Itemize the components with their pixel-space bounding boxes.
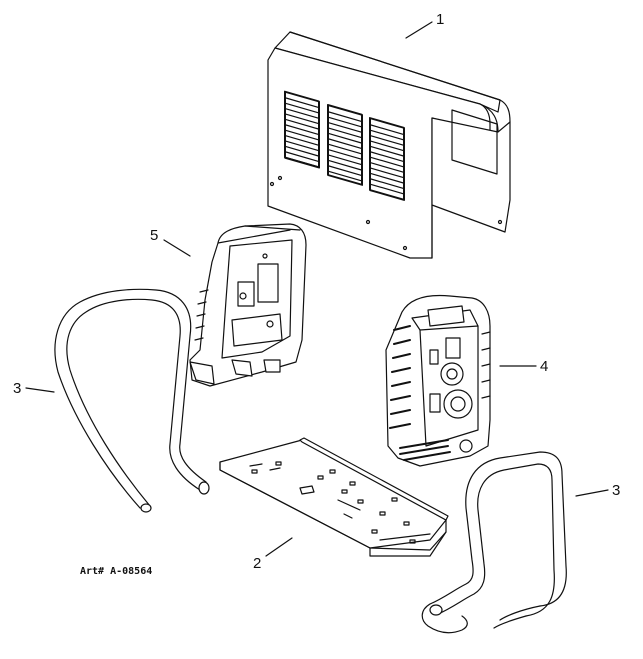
plate-hole [403,521,410,526]
cover-part [267,31,511,259]
plate-hole [379,511,386,516]
vent-slat [370,124,404,135]
vent-slat [328,149,362,160]
vent-slat [285,108,319,119]
handle-right-part [421,451,567,634]
plate-hole [371,529,378,534]
front-panel-part [385,294,491,467]
vent-slat [285,102,319,114]
vent-slat [370,140,404,152]
callout-label-3-right: 3 [612,482,620,499]
rear-panel-part [189,223,307,387]
vent-slat [370,135,404,146]
cover-vents [284,90,405,201]
callout-label-1: 1 [436,11,444,28]
vent-slat [328,160,362,171]
callout-handle-right: 3 [575,482,620,499]
plate-hole [317,475,324,480]
vent-slat [328,170,362,182]
vent-slat [328,133,362,144]
plate-hole [341,489,348,494]
plate-hole [275,461,282,466]
callout-label-5: 5 [150,227,158,244]
callout-base-plate: 2 [253,537,293,572]
callout-rear-panel: 5 [150,227,191,257]
vent-slat [285,113,319,125]
plate-hole [329,469,336,474]
vent-slat [370,156,404,168]
callout-front-panel: 4 [499,358,548,375]
callout-label-2: 2 [253,555,261,572]
vent-slat [328,165,362,176]
vent-slat [285,118,319,130]
vent-slat [370,173,404,184]
callout-handle-left: 3 [13,380,55,397]
vent-slat [328,127,362,139]
plate-hole [349,481,356,486]
base-plate-part [219,437,449,557]
vent-slat [370,162,404,173]
vent-slat [285,156,319,168]
plate-hole [251,469,258,474]
plate-hole [391,497,398,502]
handle-left-part [54,288,210,513]
vent-slat [370,183,404,195]
vent-slat [370,167,404,179]
vent-slat [370,178,404,189]
vent-slat [285,146,319,157]
vent-slat [328,143,362,155]
callout-label-3-left: 3 [13,380,21,397]
vent-slat [285,124,319,135]
vent-slat [285,135,319,146]
vent-slat [328,138,362,149]
vent-slat [285,97,319,108]
vent-slat [370,146,404,157]
callout-label-4: 4 [540,358,548,375]
art-number: Art# A-08564 [80,566,152,577]
vent-slat [285,129,319,141]
callout-cover: 1 [405,11,444,39]
vent-slat [328,116,362,128]
plate-hole [357,499,364,504]
plate-hole [409,539,416,544]
vent-slat [370,129,404,141]
vent-slat [328,122,362,133]
vent-slat [285,151,319,162]
vent-slat [370,151,404,162]
vent-slat [285,140,319,152]
vent-slat [328,154,362,166]
vent-slat [328,111,362,122]
